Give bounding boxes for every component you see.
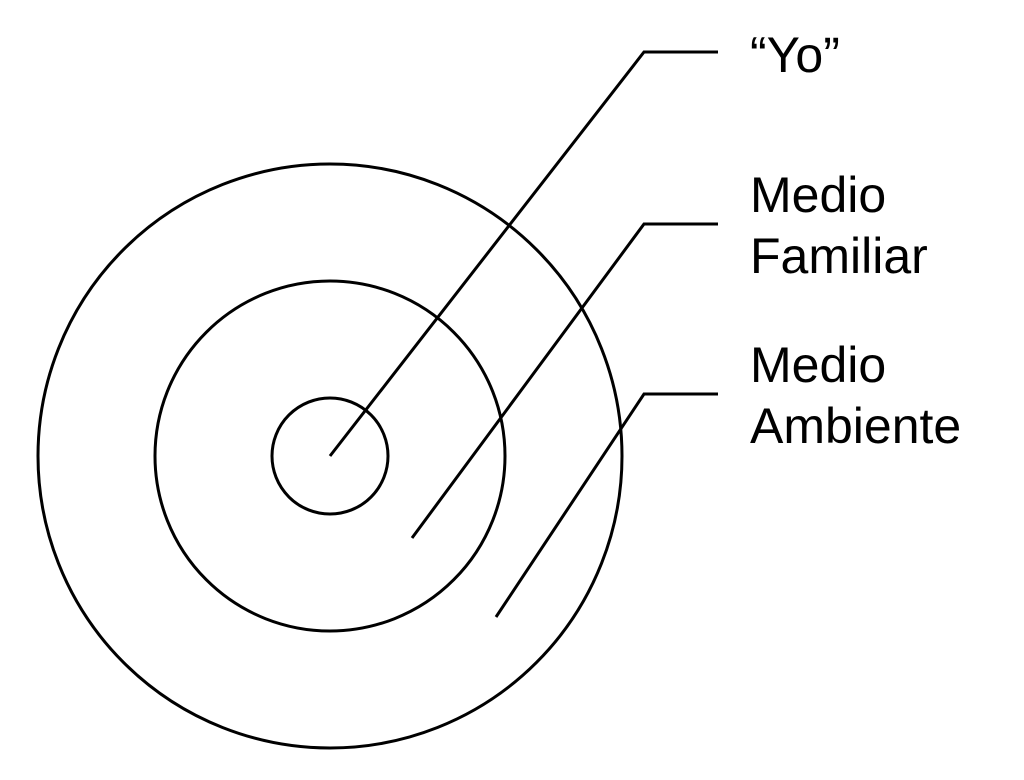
label-environment-line2: Ambiente <box>750 398 961 454</box>
label-family-line2: Familiar <box>750 228 928 284</box>
label-family-line1: Medio <box>750 167 886 223</box>
inner-circle-self <box>270 396 390 516</box>
leader-line-environment <box>494 392 718 618</box>
label-self: “Yo” <box>750 27 840 83</box>
label-environment-line1: Medio <box>750 337 886 393</box>
outer-circle-environment <box>36 162 624 750</box>
leader-line-self <box>328 50 718 457</box>
middle-circle-family <box>153 279 507 633</box>
leader-line-family <box>410 222 718 539</box>
